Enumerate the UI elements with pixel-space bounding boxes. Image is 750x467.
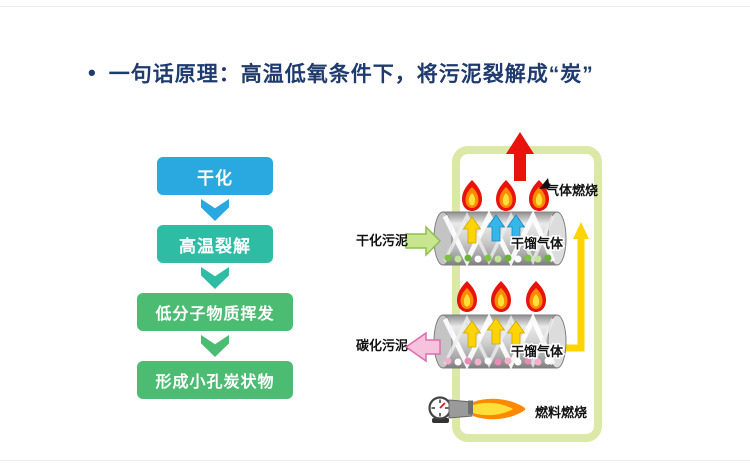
output-left-arrow-icon — [404, 331, 441, 363]
label-carbonized-sludge: 碳化污泥 — [356, 338, 408, 353]
label-fuel-combustion: 燃料燃烧 — [535, 405, 587, 420]
label-dried-sludge: 干化污泥 — [356, 233, 408, 248]
flow-step-volatilize: 低分子物质挥发 — [137, 293, 293, 331]
char-pellets — [444, 357, 552, 366]
exhaust-up-arrow-icon — [506, 132, 534, 181]
gas-duct-up-arrow-icon — [573, 222, 589, 239]
burner — [428, 396, 526, 423]
sludge-pellets — [444, 254, 552, 263]
slide-bottom-edge — [0, 460, 750, 461]
bottom-drum — [433, 313, 567, 370]
label-pyrolysis-gas-bottom: 干馏气体 — [511, 344, 564, 359]
slide-top-edge — [0, 6, 750, 7]
label-gas-combustion: 气体燃烧 — [546, 183, 598, 198]
title-text: 一句话原理：高温低氧条件下，将污泥裂解成“炭” — [108, 63, 594, 86]
down-arrow-icon — [201, 335, 229, 357]
flow-step-drying: 干化 — [157, 157, 273, 195]
flow-step-pyrolysis: 高温裂解 — [157, 225, 273, 263]
pointer-icon — [539, 178, 550, 189]
bullet-point: • — [88, 60, 96, 85]
input-right-arrow-icon — [405, 225, 442, 257]
pyrolysis-process-diagram: 气体燃烧 干化污泥 干馏气体 碳化污泥 干馏气体 燃料燃烧 — [356, 132, 602, 442]
process-flowchart: 干化 高温裂解 低分子物质挥发 形成小孔炭状物 — [132, 157, 298, 399]
burner-nozzle — [448, 399, 473, 419]
label-pyrolysis-gas-top: 干馏气体 — [511, 236, 564, 251]
page-title: • 一句话原理：高温低氧条件下，将污泥裂解成“炭” — [88, 58, 594, 88]
down-arrow-icon — [201, 199, 229, 221]
down-arrow-icon — [201, 267, 229, 289]
top-drum — [433, 210, 567, 267]
burner-base — [432, 418, 449, 423]
flow-step-porous-char: 形成小孔炭状物 — [137, 361, 293, 399]
